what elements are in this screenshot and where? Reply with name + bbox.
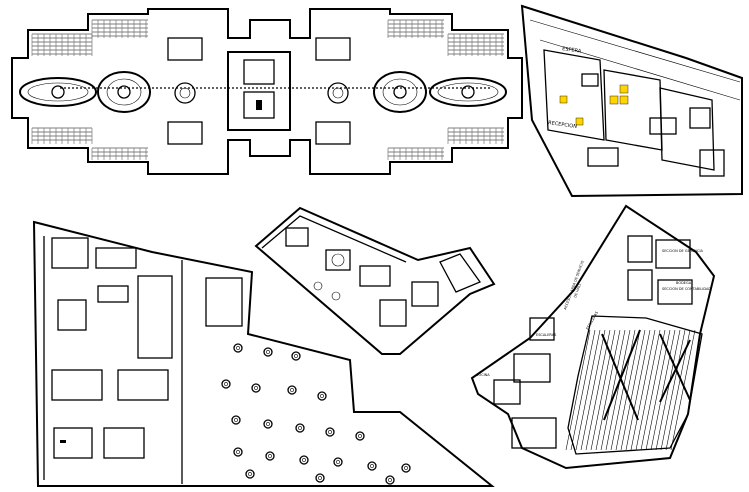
plan-a-central-core: [227, 51, 291, 131]
plan-e-label-hall: DE HALL: [573, 283, 582, 298]
plan-e-restaurant: SECCION DE GERENCIA SECCION DE CONTABILI…: [470, 204, 716, 470]
plan-e-label-escaleras: ESCALERAS: [585, 310, 599, 330]
plan-e-outline: [470, 204, 716, 470]
plan-a-rooms: [167, 37, 351, 145]
plan-a-outline: [11, 8, 523, 175]
plan-b-office: ESPERA RECEPCION: [520, 4, 743, 198]
plan-a-left-ellipse: [19, 77, 97, 107]
yellow-block-5: [575, 117, 584, 126]
plan-c-table-field: [221, 343, 411, 485]
plan-a-right-oval: [373, 71, 427, 113]
plan-b-mid-label: RECEPCION: [548, 120, 578, 130]
plan-e-label-bodega: BODEGA: [676, 281, 692, 285]
yellow-block-2: [619, 95, 629, 105]
plan-c-irregular: [32, 220, 495, 487]
plan-e-label-contabilidad: SECCION DE CONTABILIDAD: [662, 287, 711, 291]
plan-a-symmetric-complex: [11, 8, 523, 175]
plan-a-right-ellipse: [429, 77, 507, 107]
plan-e-hatched-area: [565, 329, 696, 451]
yellow-block-1: [619, 84, 629, 94]
plan-d-wedge: [254, 206, 496, 355]
plan-c-outline: [32, 220, 495, 487]
plan-e-label-gerencia: SECCION DE GERENCIA: [662, 249, 704, 253]
yellow-block-4: [559, 95, 568, 104]
plan-a-right-round: [327, 82, 349, 104]
yellow-block-3: [609, 95, 619, 105]
plan-b-outline: [520, 4, 743, 198]
plan-a-left-oval: [97, 71, 151, 113]
plan-b-top-label: ESPERA: [562, 46, 582, 55]
plan-a-seating-grid: [31, 19, 504, 160]
plan-e-label-escaleras-2: ESCALERAS: [536, 333, 557, 337]
plan-a-left-round: [174, 82, 196, 104]
plan-d-outline: [254, 206, 496, 355]
plan-e-label-cocina: COCINA: [476, 373, 490, 377]
